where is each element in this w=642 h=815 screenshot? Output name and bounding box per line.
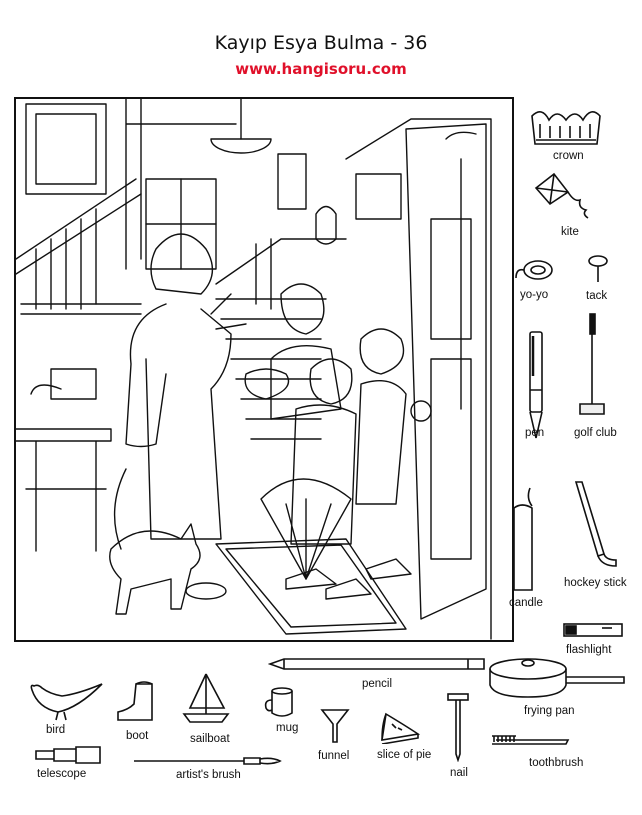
telescope-icon (35, 746, 101, 764)
bottom-item-label: sailboat (190, 733, 230, 745)
hidden-objects-hallway-scene-icon (16, 99, 492, 640)
bottom-item-label: mug (276, 722, 299, 734)
side-item-label: tack (586, 290, 608, 302)
side-item-label: golf club (574, 427, 617, 439)
hallway-scene (14, 97, 514, 642)
kite-icon (534, 172, 589, 219)
flashlight-icon (563, 623, 623, 637)
side-item-label: hockey stick (564, 577, 627, 589)
candle-icon (513, 487, 533, 591)
nail-icon (447, 693, 469, 762)
side-item-label: yo-yo (520, 289, 549, 301)
bird-icon (30, 683, 103, 721)
mug-icon (264, 687, 293, 717)
tack-icon (588, 255, 608, 282)
bottom-item-label: telescope (37, 768, 87, 780)
bottom-item-label: artist's brush (176, 769, 241, 781)
website-link[interactable]: www.hangisoru.com (235, 60, 407, 78)
funnel-icon (320, 709, 350, 743)
yoyo-icon (515, 260, 553, 280)
bottom-item-label: frying pan (524, 705, 575, 717)
hockey-stick-icon (574, 481, 617, 567)
boot-icon (117, 681, 153, 721)
bottom-item-label: boot (126, 730, 149, 742)
side-item-label: crown (553, 150, 584, 162)
page-title: Kayıp Esya Bulma - 36 (214, 32, 428, 54)
bottom-item-label: bird (46, 724, 66, 736)
sailboat-icon (182, 673, 230, 723)
frying-pan-icon (489, 658, 625, 698)
side-item-label: pen (525, 427, 545, 439)
golf-club-icon (579, 313, 605, 415)
toothbrush-icon (492, 735, 570, 745)
side-item-label: kite (561, 226, 579, 238)
bottom-item-label: slice of pie (377, 749, 432, 761)
pen-icon (529, 331, 543, 439)
pencil-icon (268, 658, 485, 670)
bottom-item-label: toothbrush (529, 757, 584, 769)
bottom-item-label: pencil (362, 678, 393, 690)
bottom-item-label: funnel (318, 750, 350, 762)
side-item-label: candle (509, 597, 543, 609)
artist-brush-icon (134, 757, 282, 765)
crown-icon (531, 111, 601, 145)
side-item-label: flashlight (566, 644, 612, 656)
pie-slice-icon (381, 712, 421, 744)
bottom-item-label: nail (450, 767, 468, 779)
